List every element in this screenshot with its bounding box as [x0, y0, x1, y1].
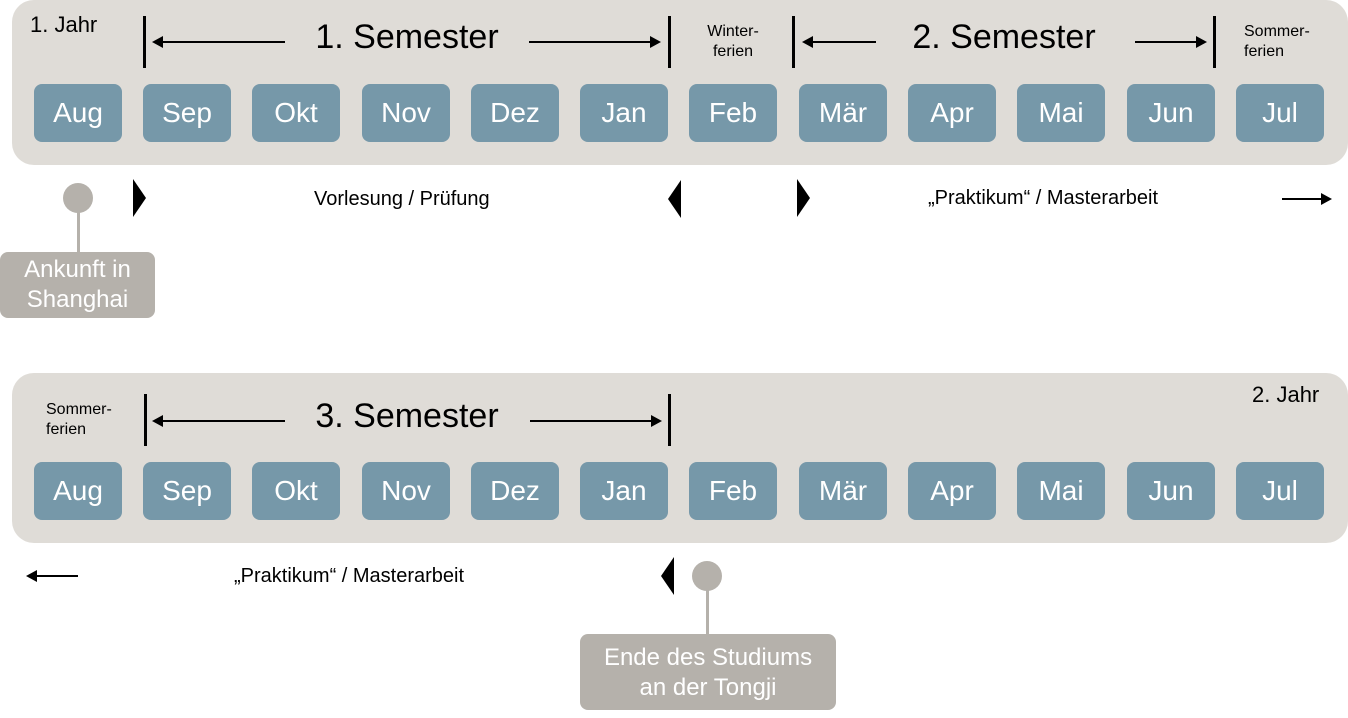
summer-break-line1-year2: Sommer-	[46, 401, 112, 418]
semester3-arrow-right-line	[530, 420, 652, 422]
arrival-milestone-callout: Ankunft in Shanghai	[0, 252, 155, 318]
internship-continue-arrow-head	[1321, 193, 1332, 205]
month-apr-year2: Apr	[908, 462, 996, 520]
semester2-arrow-right-head	[1196, 36, 1207, 48]
month-jul-year1: Jul	[1236, 84, 1324, 142]
graduation-milestone-stem	[706, 588, 709, 635]
semester2-start-marker	[792, 16, 795, 68]
semester1-arrow-left-line	[160, 41, 285, 43]
summer-break-line1: Sommer-	[1244, 23, 1310, 40]
internship-carryover-arrow-line	[36, 575, 78, 577]
semester3-start-marker	[144, 394, 147, 446]
month-nov-year2: Nov	[362, 462, 450, 520]
arrival-milestone-stem	[77, 210, 80, 253]
winter-break-line1: Winter-	[707, 23, 759, 40]
lecture-phase-start-marker	[133, 179, 146, 217]
month-jan-year1: Jan	[580, 84, 668, 142]
month-sep-year2: Sep	[143, 462, 231, 520]
semester3-arrow-right-head	[651, 415, 662, 427]
year1-label: 1. Jahr	[30, 12, 98, 37]
semester2-arrow-right-line	[1135, 41, 1197, 43]
semester1-end-marker	[668, 16, 671, 68]
month-maer-year2: Mär	[799, 462, 887, 520]
semester3-title: 3. Semester	[315, 397, 499, 435]
month-jan-year2: Jan	[580, 462, 668, 520]
month-jun-year1: Jun	[1127, 84, 1215, 142]
winter-break-label: Winter- ferien	[690, 22, 776, 62]
month-mai-year1: Mai	[1017, 84, 1105, 142]
semester2-arrow-left-line	[810, 41, 876, 43]
semester3-arrow-left-line	[160, 420, 285, 422]
summer-break-label-year1: Sommer- ferien	[1230, 22, 1330, 62]
month-mai-year2: Mai	[1017, 462, 1105, 520]
month-aug-year2: Aug	[34, 462, 122, 520]
summer-break-line2-year2: ferien	[46, 421, 87, 438]
semester3-arrow-left-head	[152, 415, 163, 427]
month-apr-year1: Apr	[908, 84, 996, 142]
month-dez-year2: Dez	[471, 462, 559, 520]
internship-phase-label-year2: „Praktikum“ / Masterarbeit	[234, 565, 465, 587]
semester2-arrow-left-head	[802, 36, 813, 48]
graduation-milestone-callout: Ende des Studiums an der Tongji	[580, 634, 836, 710]
semester1-arrow-left-head	[152, 36, 163, 48]
semester1-title: 1. Semester	[315, 18, 499, 56]
internship-phase-end-marker	[661, 557, 674, 595]
semester2-end-marker	[1213, 16, 1216, 68]
month-sep-year1: Sep	[143, 84, 231, 142]
year2-label: 2. Jahr	[1252, 382, 1320, 407]
year2-panel	[12, 373, 1348, 543]
graduation-line1: Ende des Studiums	[603, 644, 813, 671]
summer-break-line2: ferien	[1244, 43, 1285, 60]
month-feb-year2: Feb	[689, 462, 777, 520]
month-dez-year1: Dez	[471, 84, 559, 142]
month-maer-year1: Mär	[799, 84, 887, 142]
graduation-line2: an der Tongji	[639, 674, 777, 701]
semester1-arrow-right-line	[529, 41, 651, 43]
arrival-milestone-dot	[63, 183, 93, 213]
lecture-phase-end-marker	[668, 180, 681, 218]
semester1-arrow-right-head	[650, 36, 661, 48]
arrival-line2: Shanghai	[26, 286, 129, 313]
internship-continue-arrow-line	[1282, 198, 1322, 200]
graduation-milestone-dot	[692, 561, 722, 591]
semester1-start-marker	[143, 16, 146, 68]
winter-break-line2: ferien	[712, 43, 754, 60]
semester3-end-marker	[668, 394, 671, 446]
month-feb-year1: Feb	[689, 84, 777, 142]
month-nov-year1: Nov	[362, 84, 450, 142]
semester2-title: 2. Semester	[912, 18, 1096, 56]
internship-phase-start-marker	[797, 179, 810, 217]
month-okt-year2: Okt	[252, 462, 340, 520]
month-okt-year1: Okt	[252, 84, 340, 142]
month-aug-year1: Aug	[34, 84, 122, 142]
lecture-phase-label: Vorlesung / Prüfung	[314, 188, 490, 210]
month-jun-year2: Jun	[1127, 462, 1215, 520]
arrival-line1: Ankunft in	[24, 256, 131, 283]
internship-carryover-arrow-head	[26, 570, 37, 582]
month-jul-year2: Jul	[1236, 462, 1324, 520]
internship-phase-label-year1: „Praktikum“ / Masterarbeit	[928, 187, 1159, 209]
year1-panel	[12, 0, 1348, 165]
summer-break-label-year2: Sommer- ferien	[30, 400, 130, 440]
